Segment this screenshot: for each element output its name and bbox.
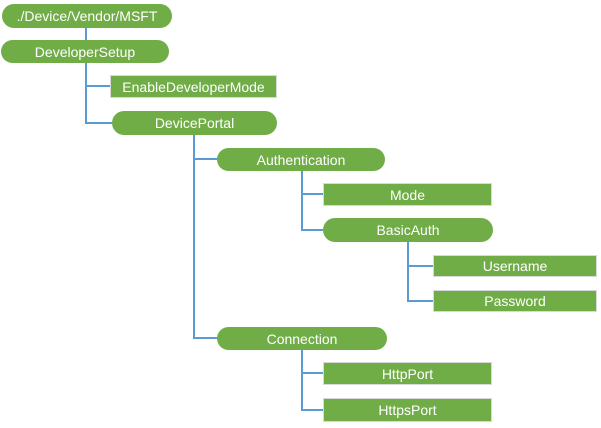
node-password: Password bbox=[433, 290, 597, 312]
connector-developersetup-trunk bbox=[85, 63, 87, 124]
node-mode: Mode bbox=[323, 183, 492, 206]
node-httpsport: HttpsPort bbox=[323, 398, 492, 422]
connector-branch-httpsport bbox=[301, 409, 323, 411]
node-basicauth: BasicAuth bbox=[323, 218, 493, 242]
connector-branch-connection bbox=[193, 337, 217, 339]
connector-branch-basicauth bbox=[301, 229, 323, 231]
connector-branch-password bbox=[407, 300, 433, 302]
connector-branch-httpport bbox=[301, 372, 323, 374]
node-connection: Connection bbox=[217, 327, 387, 350]
node-developersetup: DeveloperSetup bbox=[1, 40, 169, 63]
connector-branch-username bbox=[407, 265, 433, 267]
connector-branch-authentication bbox=[193, 158, 217, 160]
connector-branch-enabledevelopermode bbox=[85, 85, 110, 87]
connector-deviceportal-trunk bbox=[193, 135, 195, 339]
node-httpport: HttpPort bbox=[323, 362, 492, 385]
connector-branch-deviceportal bbox=[85, 122, 112, 124]
node-root: ./Device/Vendor/MSFT bbox=[2, 4, 172, 28]
node-deviceportal: DevicePortal bbox=[112, 111, 277, 135]
node-authentication: Authentication bbox=[217, 148, 385, 171]
connector-basicauth-trunk bbox=[407, 242, 409, 302]
connector-root-developersetup bbox=[85, 28, 87, 40]
connector-branch-mode bbox=[301, 193, 323, 195]
node-username: Username bbox=[433, 255, 597, 277]
connector-connection-trunk bbox=[301, 350, 303, 411]
connector-authentication-trunk bbox=[301, 171, 303, 231]
node-enabledevelopermode: EnableDeveloperMode bbox=[110, 75, 277, 98]
